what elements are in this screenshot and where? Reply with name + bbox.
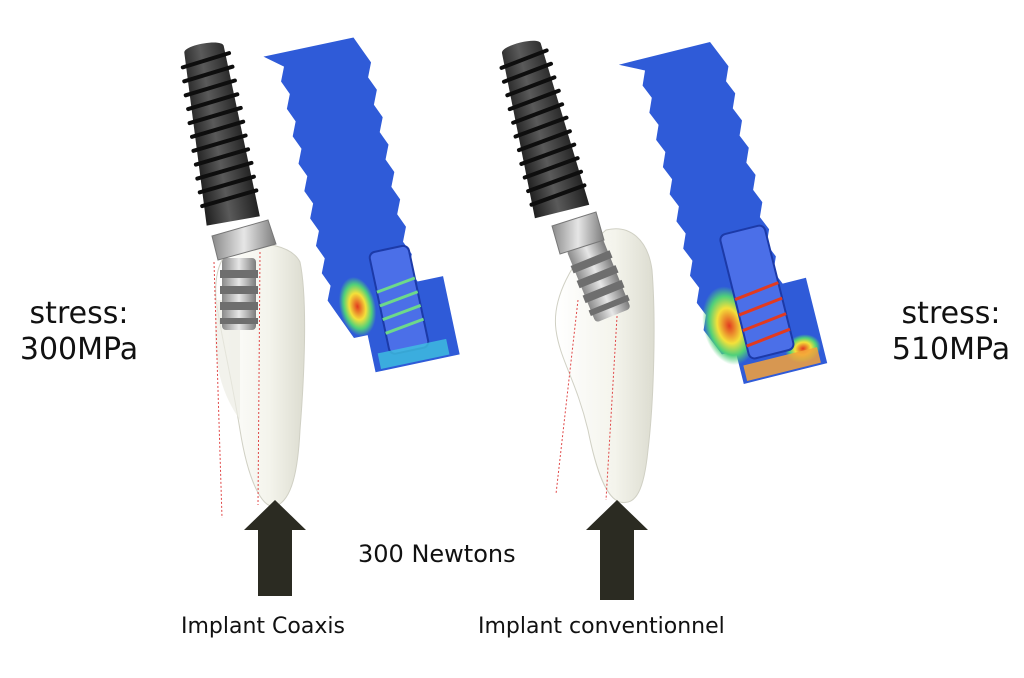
- conventional-axis-line-left: [555, 299, 579, 495]
- coaxis-collar: [211, 219, 277, 261]
- conventional-crown: [554, 228, 655, 504]
- conventional-axis-line-right: [605, 299, 619, 501]
- conventional-stress-word: stress:: [901, 296, 1001, 331]
- conventional-abutment: [567, 237, 630, 322]
- conventional-collar: [551, 211, 605, 255]
- coaxis-caption: Implant Coaxis: [181, 614, 345, 639]
- conventional-stress-value: 510MPa: [891, 332, 1011, 367]
- coaxis-axis-line-left: [213, 261, 223, 519]
- coaxis-stress-label: stress: 300MPa: [14, 296, 144, 368]
- conventional-stress-label: stress: 510MPa: [886, 296, 1016, 368]
- conventional-force-arrow: [586, 500, 648, 600]
- coaxis-stress-word: stress:: [29, 296, 129, 331]
- coaxis-force-arrow: [244, 500, 306, 596]
- coaxis-hotspot: [338, 276, 377, 337]
- coaxis-abutment: [220, 258, 258, 330]
- conventional-stress-analysis: [618, 41, 828, 384]
- coaxis-stress-value: 300MPa: [19, 332, 139, 367]
- conventional-implant-model: [499, 40, 655, 504]
- conventional-screw-body: [499, 40, 590, 219]
- conventional-caption: Implant conventionnel: [478, 614, 725, 639]
- coaxis-stress-analysis: [263, 37, 460, 373]
- coaxis-implant-model: [180, 42, 306, 519]
- coaxis-screw-body: [180, 42, 260, 226]
- force-label: 300 Newtons: [358, 540, 516, 568]
